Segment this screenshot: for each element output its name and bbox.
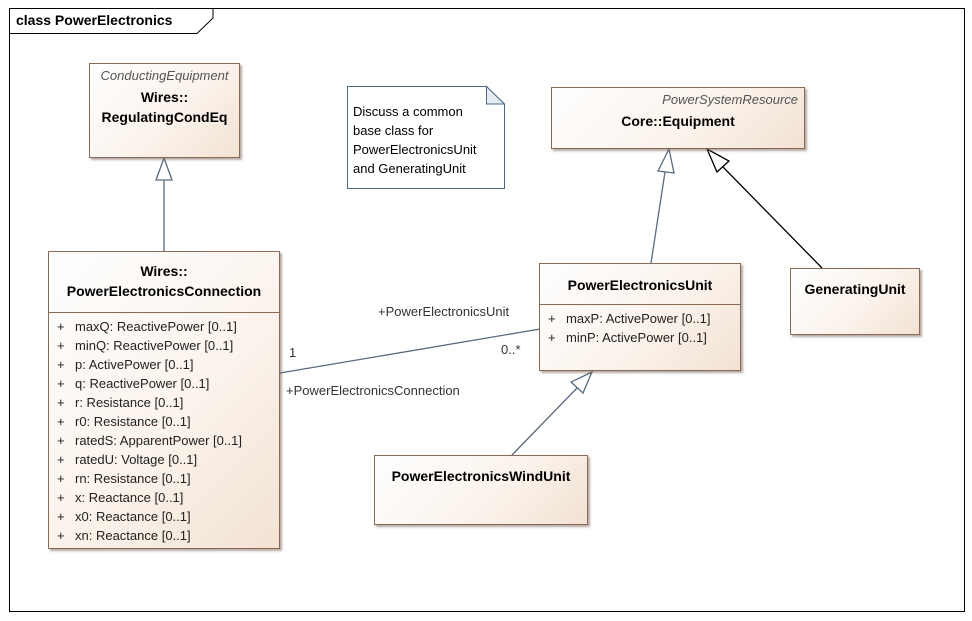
- generalization-unit-to-equipment[interactable]: [650, 171, 666, 264]
- class-name: PowerElectronicsWindUnit: [391, 468, 571, 484]
- class-generatingunit[interactable]: GeneratingUnit: [790, 268, 920, 335]
- generalization-generatingunit-to-equipment[interactable]: [722, 166, 823, 269]
- generalization-windunit-to-unit[interactable]: [511, 387, 578, 456]
- role-label-powerelectronicsunit: +PowerElectronicsUnit: [378, 304, 510, 319]
- frame-title: class PowerElectronics: [16, 12, 173, 28]
- frame-tab: [9, 8, 214, 34]
- class-powerelectronicsconnection[interactable]: Wires:: PowerElectronicsConnection +maxQ…: [48, 251, 280, 549]
- attribute-row[interactable]: +minQ: ReactivePower [0..1]: [57, 338, 234, 353]
- attribute-row[interactable]: +xn: Reactance [0..1]: [57, 528, 191, 543]
- class-name: Core::Equipment: [621, 113, 735, 129]
- generalization-arrowhead: [155, 156, 173, 181]
- attribute-row[interactable]: +r: Resistance [0..1]: [57, 395, 184, 410]
- stereotype-label: ConductingEquipment: [100, 68, 229, 83]
- attribute-row[interactable]: +q: ReactivePower [0..1]: [57, 376, 210, 391]
- role-label-powerelectronicsconnection: +PowerElectronicsConnection: [286, 383, 460, 398]
- note-discuss-base-class[interactable]: Discuss a common base class for PowerEle…: [347, 86, 505, 189]
- note-line: base class for: [353, 123, 434, 138]
- class-powerelectronicswindunit[interactable]: PowerElectronicsWindUnit: [374, 455, 588, 525]
- attribute-list: +maxP: ActivePower [0..1] +minP: ActiveP…: [540, 304, 740, 347]
- class-equipment[interactable]: PowerSystemResource Core::Equipment: [551, 87, 805, 149]
- class-powerelectronicsunit[interactable]: PowerElectronicsUnit +maxP: ActivePower …: [539, 263, 741, 371]
- attribute-row[interactable]: +ratedU: Voltage [0..1]: [57, 452, 198, 467]
- attribute-row[interactable]: +x: Reactance [0..1]: [57, 490, 184, 505]
- attribute-row[interactable]: +rn: Resistance [0..1]: [57, 471, 191, 486]
- attribute-list: +maxQ: ReactivePower [0..1] +minQ: React…: [49, 312, 279, 545]
- stereotype-label: PowerSystemResource: [662, 92, 798, 107]
- attribute-row[interactable]: +maxP: ActivePower [0..1]: [548, 311, 711, 326]
- attribute-row[interactable]: +r0: Resistance [0..1]: [57, 414, 191, 429]
- attribute-row[interactable]: +x0: Reactance [0..1]: [57, 509, 191, 524]
- association-line[interactable]: [279, 328, 541, 374]
- class-name-line1: Wires::: [140, 89, 189, 105]
- note-line: Discuss a common: [353, 104, 463, 119]
- multiplicity-unit: 0..*: [501, 342, 521, 357]
- class-name-line2: PowerElectronicsConnection: [66, 283, 262, 299]
- note-line: PowerElectronicsUnit: [353, 142, 477, 157]
- generalization-arrowhead: [657, 147, 675, 174]
- attribute-row[interactable]: +ratedS: ApparentPower [0..1]: [57, 433, 242, 448]
- attribute-row[interactable]: +p: ActivePower [0..1]: [57, 357, 194, 372]
- class-name-line2: RegulatingCondEq: [101, 109, 228, 125]
- diagram-frame: [9, 8, 965, 612]
- attribute-row[interactable]: +minP: ActivePower [0..1]: [548, 330, 707, 345]
- class-name: GeneratingUnit: [804, 281, 906, 297]
- class-name: PowerElectronicsUnit: [567, 277, 713, 293]
- generalization-arrowhead: [569, 370, 594, 395]
- generalization-arrowhead: [705, 147, 731, 174]
- class-name-line1: Wires::: [140, 263, 188, 279]
- class-regulatingcondeq[interactable]: ConductingEquipment Wires:: RegulatingCo…: [89, 63, 240, 158]
- note-shape: [347, 86, 506, 189]
- attribute-row[interactable]: +maxQ: ReactivePower [0..1]: [57, 319, 237, 334]
- multiplicity-connection: 1: [289, 345, 297, 360]
- note-line: and GeneratingUnit: [353, 161, 466, 176]
